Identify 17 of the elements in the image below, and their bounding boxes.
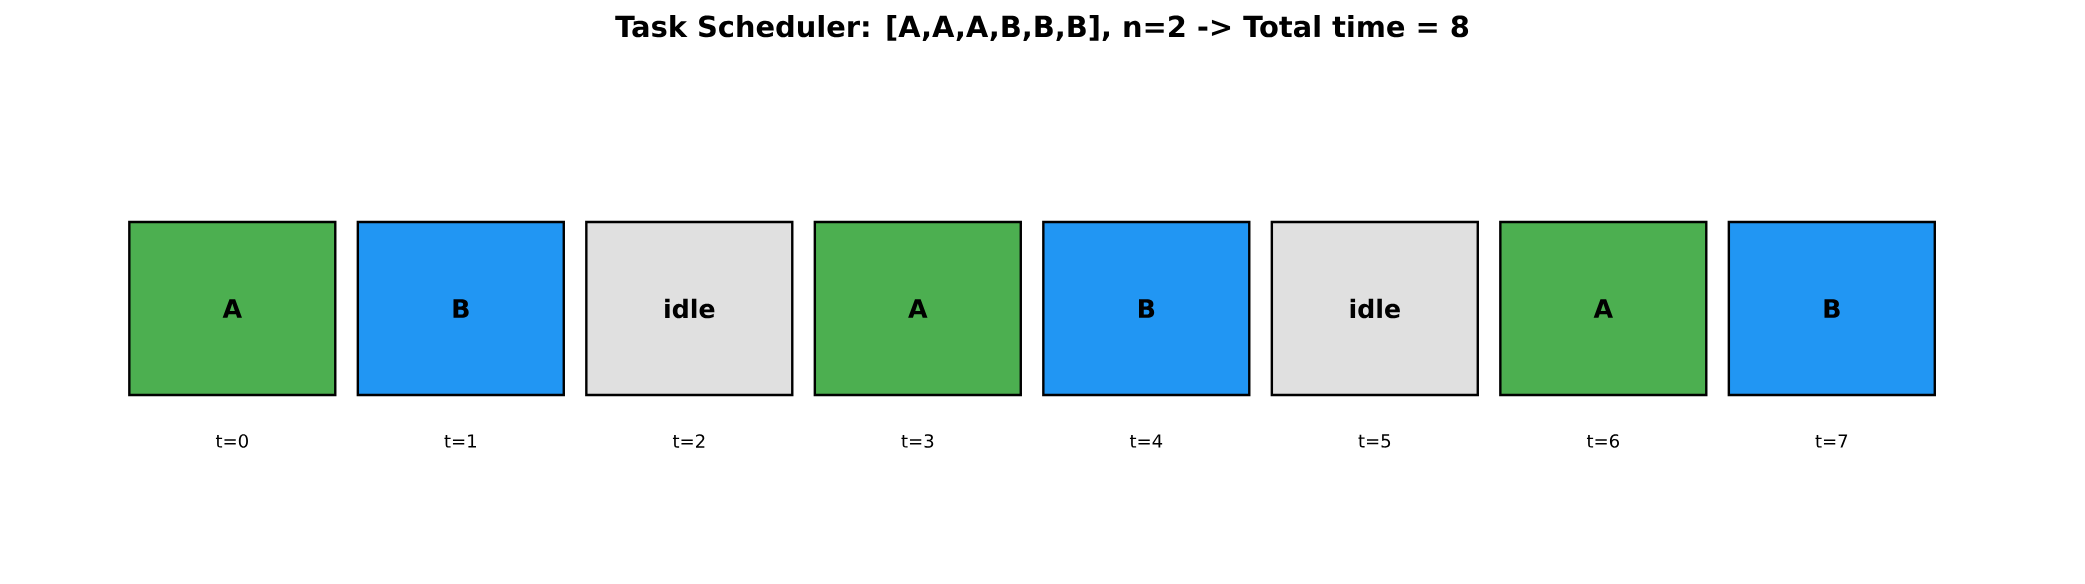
- time-slot-box: A: [1499, 220, 1708, 397]
- time-slot-box: idle: [585, 220, 794, 397]
- time-label: t=5: [1358, 434, 1391, 448]
- time-slot-box: B: [356, 220, 565, 397]
- time-label: t=1: [444, 434, 476, 448]
- time-slot-box: A: [813, 220, 1022, 397]
- time-label: t=7: [1815, 434, 1848, 448]
- time-slot-box: B: [1042, 220, 1251, 397]
- time-label: t=0: [215, 434, 248, 448]
- time-label: t=6: [1586, 434, 1620, 448]
- time-slot-box: idle: [1270, 220, 1479, 397]
- time-label: t=4: [1129, 434, 1163, 448]
- time-label: t=3: [901, 434, 934, 448]
- time-label: t=2: [672, 434, 705, 448]
- time-slot-box: B: [1727, 220, 1936, 397]
- title: Task Scheduler: [A,A,A,B,B,B], n=2 -> Total time = 8: [615, 15, 1469, 42]
- time-slot-box: A: [128, 220, 337, 397]
